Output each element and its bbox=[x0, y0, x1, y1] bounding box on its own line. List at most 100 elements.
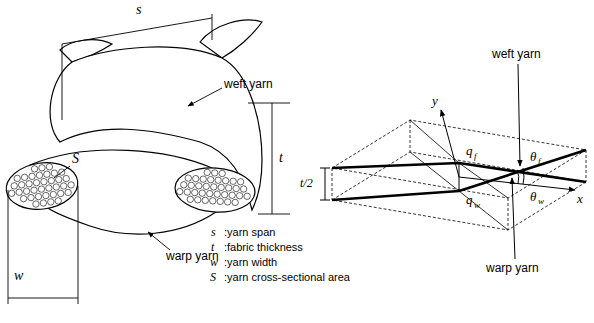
subscript: w bbox=[474, 201, 480, 211]
unit-cell-face bbox=[332, 152, 586, 230]
fiber bbox=[46, 185, 52, 191]
fiber bbox=[65, 189, 71, 195]
legend-text: :yarn cross-sectional area bbox=[224, 271, 350, 283]
qw-vector bbox=[459, 177, 460, 191]
unit-cell-face bbox=[332, 120, 586, 198]
fiber bbox=[211, 170, 217, 176]
dimension-line bbox=[248, 103, 290, 104]
fiber bbox=[200, 176, 206, 182]
diagonal bbox=[410, 152, 459, 191]
x-axis bbox=[459, 177, 575, 190]
unit-cell-edge bbox=[508, 198, 509, 230]
dimension-line bbox=[62, 18, 212, 44]
fiber bbox=[207, 190, 213, 196]
dimension-label: t bbox=[279, 150, 283, 165]
fiber bbox=[40, 200, 46, 206]
diagonal bbox=[459, 191, 508, 230]
legend-text: :fabric thickness bbox=[224, 241, 303, 253]
fiber bbox=[244, 193, 250, 199]
fiber bbox=[215, 177, 221, 183]
qf-vector bbox=[459, 163, 460, 177]
fiber bbox=[38, 186, 44, 192]
fiber bbox=[29, 173, 35, 179]
unit-cell-edge bbox=[410, 120, 411, 152]
subscript: w bbox=[538, 197, 544, 207]
fiber bbox=[56, 176, 62, 182]
fiber bbox=[218, 184, 224, 190]
fiber bbox=[61, 183, 67, 189]
fiber bbox=[53, 184, 59, 190]
fiber bbox=[31, 166, 37, 172]
axis-label: x bbox=[577, 192, 583, 206]
fiber bbox=[202, 197, 208, 203]
fiber bbox=[225, 185, 231, 191]
fiber bbox=[184, 189, 190, 195]
leader-line bbox=[518, 64, 520, 166]
fiber bbox=[192, 189, 198, 195]
fiber bbox=[36, 172, 42, 178]
weft-lobe bbox=[200, 20, 262, 58]
fiber bbox=[188, 182, 194, 188]
fiber bbox=[210, 198, 216, 204]
fiber bbox=[16, 189, 22, 195]
fiber bbox=[21, 174, 27, 180]
fiber bbox=[44, 171, 50, 177]
unit-cell-edge bbox=[586, 150, 587, 182]
fiber bbox=[51, 170, 57, 176]
dimension-line bbox=[8, 298, 78, 299]
fiber bbox=[193, 175, 199, 181]
vector-symbol: q bbox=[466, 193, 473, 207]
fiber bbox=[221, 191, 227, 197]
dimension-line bbox=[258, 214, 290, 215]
fiber bbox=[68, 182, 74, 188]
dimension-label: w bbox=[14, 268, 23, 283]
fiber bbox=[204, 169, 210, 175]
dimension-line bbox=[62, 44, 63, 120]
fiber bbox=[18, 182, 24, 188]
fiber bbox=[230, 178, 236, 184]
fiber bbox=[236, 193, 242, 199]
legend-symbol: s bbox=[211, 226, 216, 239]
fiber bbox=[48, 199, 54, 205]
fiber bbox=[181, 182, 187, 188]
warp-yarn-path bbox=[332, 150, 586, 200]
part-label: weft yarn bbox=[492, 48, 541, 61]
fiber bbox=[33, 201, 39, 207]
fiber bbox=[43, 192, 49, 198]
fiber bbox=[185, 175, 191, 181]
fiber bbox=[232, 199, 238, 205]
fiber bbox=[14, 175, 20, 181]
angle-symbol: θ bbox=[530, 190, 536, 204]
fiber bbox=[195, 197, 201, 203]
fiber bbox=[233, 185, 239, 191]
leader-line bbox=[54, 166, 70, 178]
fiber bbox=[224, 199, 230, 205]
fiber bbox=[48, 177, 54, 183]
leader-line bbox=[512, 178, 515, 259]
fiber bbox=[196, 183, 202, 189]
dimension-label: s bbox=[136, 2, 141, 17]
legend-symbol: w bbox=[210, 256, 218, 269]
fiber bbox=[39, 165, 45, 171]
subscript: f bbox=[538, 157, 541, 167]
fiber bbox=[63, 175, 69, 181]
fiber bbox=[28, 194, 34, 200]
axis-label: y bbox=[432, 94, 438, 108]
yarn-section bbox=[3, 158, 81, 214]
dimension-label: t/2 bbox=[300, 177, 313, 190]
fiber bbox=[237, 179, 243, 185]
diagonal bbox=[410, 120, 459, 163]
fiber bbox=[199, 190, 205, 196]
fiber bbox=[219, 170, 225, 176]
part-label: weft yarn bbox=[224, 78, 273, 91]
fiber bbox=[35, 193, 41, 199]
fiber bbox=[208, 176, 214, 182]
part-label: warp yarn bbox=[486, 262, 539, 275]
yarn-section bbox=[174, 165, 257, 214]
leader-line bbox=[188, 88, 222, 106]
fiber bbox=[20, 195, 26, 201]
fiber bbox=[214, 191, 220, 197]
fiber bbox=[211, 184, 217, 190]
dimension-line bbox=[272, 103, 273, 214]
